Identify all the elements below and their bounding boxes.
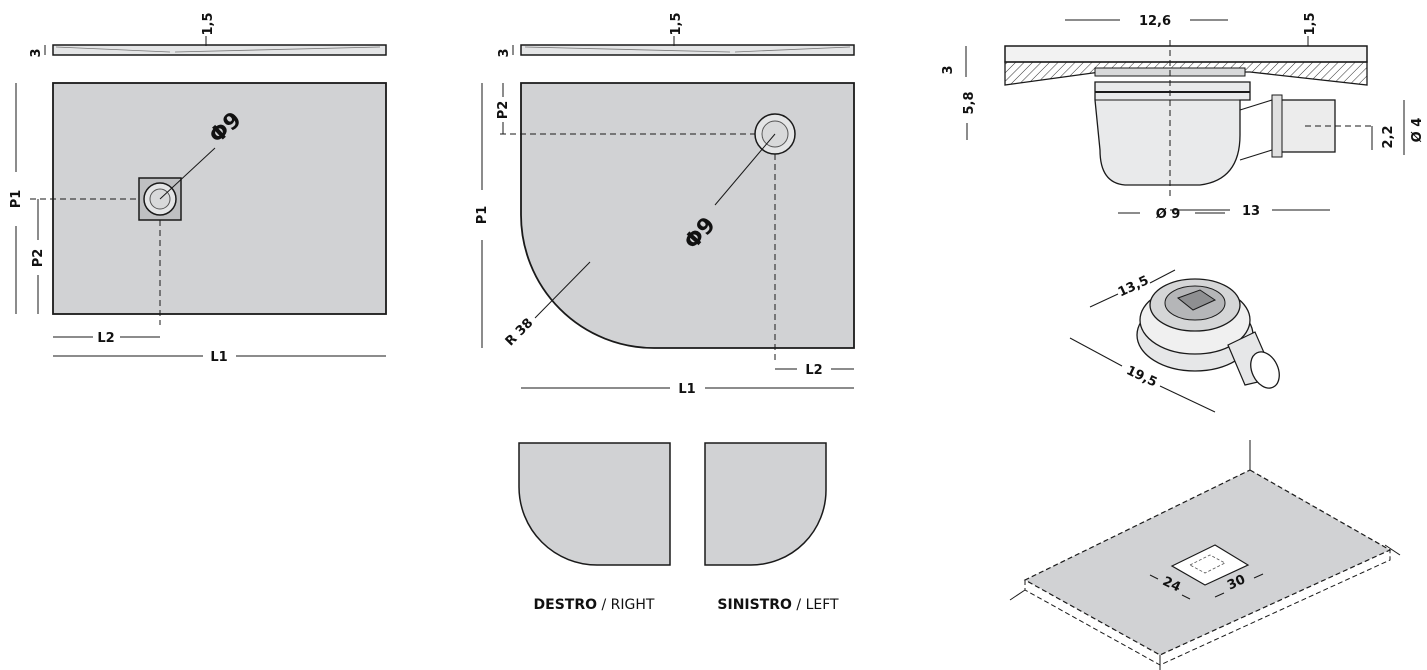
rect-l2-label: L2 bbox=[97, 331, 114, 346]
iso-tray-recess-inner bbox=[1189, 554, 1226, 574]
variant-right-caption: DESTRO / RIGHT bbox=[534, 597, 655, 613]
section-outlet-label: Ø 4 bbox=[1410, 118, 1425, 143]
panel-rectangular-tray: 3 1,5 Φ9 P1 P2 L2 L1 bbox=[9, 12, 387, 365]
rect-profile-slope bbox=[55, 46, 171, 53]
iso-tray-dim-a: 24 bbox=[1160, 574, 1183, 595]
section-drain-body bbox=[1094, 81, 1251, 186]
rect-profile-slope bbox=[174, 46, 381, 53]
variant-left-separator: / bbox=[792, 597, 806, 613]
iso-length-label: 19,5 bbox=[1124, 363, 1159, 390]
section-outlet-join bbox=[1239, 99, 1273, 161]
rect-p1-label: P1 bbox=[9, 190, 24, 209]
iso-width-label: 13,5 bbox=[1116, 273, 1151, 300]
rect-tray-body bbox=[52, 82, 387, 315]
variant-right-bold: DESTRO bbox=[534, 597, 598, 613]
variant-left-shape bbox=[704, 442, 827, 566]
curved-radius-label: R 38 bbox=[503, 316, 537, 350]
curved-l1-label: L1 bbox=[678, 382, 695, 397]
variant-left-bold: SINISTRO bbox=[717, 597, 792, 613]
variant-right-shape bbox=[518, 442, 671, 566]
section-thickness-label: 3 bbox=[941, 65, 956, 74]
variant-left-english: LEFT bbox=[806, 597, 839, 613]
section-drain-label: Ø 9 bbox=[1156, 207, 1181, 222]
curved-p1-label: P1 bbox=[475, 206, 490, 225]
iso-length-dim bbox=[1159, 385, 1216, 413]
rect-p2-label: P2 bbox=[31, 249, 46, 268]
rect-edge-label: 1,5 bbox=[201, 12, 216, 35]
rect-l1-label: L1 bbox=[210, 350, 227, 365]
iso-tray-dim-a-line bbox=[1181, 594, 1191, 600]
panel-curved-tray: 3 1,5 Φ9 R 38 P1 P2 L2 L1 bbox=[475, 12, 855, 613]
curved-drain-leader bbox=[714, 133, 776, 206]
panel-tray-isometric: 24 30 bbox=[1009, 440, 1401, 670]
panel-drain-section: 12,6 1,5 3 5,8 Ø 9 13 2,2 Ø 4 bbox=[941, 12, 1425, 222]
curved-p2-label: P2 bbox=[496, 101, 511, 120]
iso-drain-insert bbox=[1176, 289, 1217, 311]
iso-tray-dim-b-line bbox=[1253, 573, 1264, 579]
curved-profile-slope bbox=[734, 46, 851, 53]
rect-thickness-label: 3 bbox=[29, 48, 44, 57]
iso-tray-corner-line bbox=[1009, 589, 1026, 601]
curved-radius-leader bbox=[534, 261, 591, 319]
section-tray-top bbox=[1004, 45, 1368, 63]
iso-tray-dim-b-line bbox=[1214, 592, 1225, 598]
iso-tray-recess bbox=[1170, 544, 1250, 586]
curved-tray-body bbox=[520, 82, 855, 349]
iso-outlet-end bbox=[1250, 351, 1280, 389]
iso-width-dim bbox=[1149, 269, 1176, 284]
rect-drain-leader bbox=[159, 147, 216, 200]
variant-left-caption: SINISTRO / LEFT bbox=[717, 597, 839, 613]
iso-tray-edge bbox=[1024, 550, 1391, 666]
curved-edge-label: 1,5 bbox=[669, 12, 684, 35]
section-depth-label: 5,8 bbox=[962, 91, 977, 114]
iso-length-dim bbox=[1069, 337, 1123, 367]
iso-tray-corner-line bbox=[1384, 544, 1401, 556]
section-width-label: 12,6 bbox=[1139, 14, 1171, 29]
section-outlet-ring bbox=[1271, 94, 1283, 158]
iso-tray-dim-a-line bbox=[1149, 574, 1159, 580]
iso-tray-dim-b: 30 bbox=[1225, 572, 1248, 593]
curved-profile-slope bbox=[524, 46, 731, 53]
curved-thickness-label: 3 bbox=[497, 48, 512, 57]
section-offset-label: 2,2 bbox=[1381, 125, 1396, 148]
variant-right-separator: / bbox=[597, 597, 611, 613]
rect-tray-profile bbox=[52, 44, 387, 56]
section-length-label: 13 bbox=[1242, 204, 1260, 219]
iso-width-dim bbox=[1089, 293, 1119, 308]
section-edge-label: 1,5 bbox=[1303, 12, 1318, 35]
curved-tray-profile bbox=[520, 44, 855, 56]
panel-drain-isometric: 13,5 19,5 bbox=[1069, 269, 1280, 413]
variant-right-english: RIGHT bbox=[611, 597, 655, 613]
curved-l2-label: L2 bbox=[805, 363, 822, 378]
